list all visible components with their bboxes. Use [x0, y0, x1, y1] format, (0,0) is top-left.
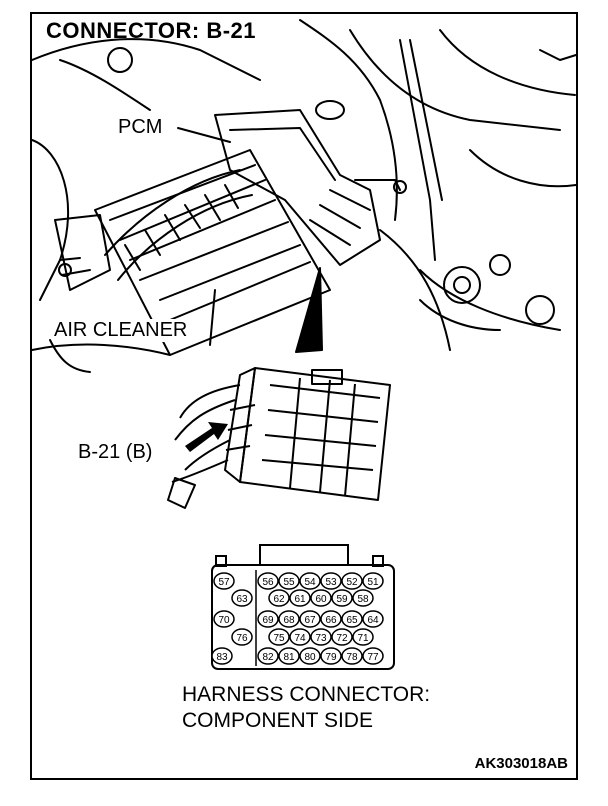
pin-77: 77	[367, 652, 379, 663]
pin-74: 74	[294, 633, 306, 644]
pin-59: 59	[336, 594, 348, 605]
pin-55: 55	[283, 577, 295, 588]
pin-51-outline	[362, 572, 384, 590]
pin-64: 64	[367, 615, 379, 626]
pin-81: 81	[283, 652, 295, 663]
pin-59-outline	[331, 589, 353, 607]
pcm-label: PCM	[118, 116, 163, 138]
pin-72-outline	[331, 628, 353, 646]
pin-74-outline	[289, 628, 311, 646]
pin-53-outline	[320, 572, 342, 590]
diagram-frame	[30, 12, 578, 780]
pin-70: 70	[218, 615, 230, 626]
pin-55-outline	[278, 572, 300, 590]
pin-77-outline	[362, 647, 384, 665]
pin-63-outline	[231, 589, 253, 607]
figure-code: AK303018AB	[474, 755, 568, 772]
pin-66-outline	[320, 610, 342, 628]
pin-60-outline	[310, 589, 332, 607]
pin-58-outline	[352, 589, 374, 607]
pin-75-outline	[268, 628, 290, 646]
pin-82-outline	[257, 647, 279, 665]
pin-64-outline	[362, 610, 384, 628]
connector-reference-label: B-21 (B)	[78, 441, 153, 463]
pin-61: 61	[294, 594, 306, 605]
pin-71-outline	[352, 628, 374, 646]
pin-81-outline	[278, 647, 300, 665]
pin-51: 51	[367, 577, 379, 588]
pin-56: 56	[262, 577, 274, 588]
pin-73: 73	[315, 633, 327, 644]
pin-57-outline	[213, 572, 235, 590]
pin-73-outline	[310, 628, 332, 646]
pin-69-outline	[257, 610, 279, 628]
pin-52-outline	[341, 572, 363, 590]
caption-line-2: COMPONENT SIDE	[182, 709, 373, 732]
pin-82: 82	[262, 652, 274, 663]
pin-79-outline	[320, 647, 342, 665]
pin-65: 65	[346, 615, 358, 626]
pin-63: 63	[236, 594, 248, 605]
pin-67-outline	[299, 610, 321, 628]
pin-83: 83	[216, 652, 228, 663]
pin-65-outline	[341, 610, 363, 628]
pin-76-outline	[231, 628, 253, 646]
pin-69: 69	[262, 615, 274, 626]
pin-68: 68	[283, 615, 295, 626]
pin-67: 67	[304, 615, 316, 626]
air-cleaner-label: AIR CLEANER	[52, 319, 190, 342]
pin-57: 57	[218, 577, 230, 588]
pin-68-outline	[278, 610, 300, 628]
pin-61-outline	[289, 589, 311, 607]
pin-54-outline	[299, 572, 321, 590]
pin-80-outline	[299, 647, 321, 665]
pin-83-outline	[211, 647, 233, 665]
pin-52: 52	[346, 577, 358, 588]
caption-line-1: HARNESS CONNECTOR:	[182, 683, 431, 706]
pin-70-outline	[213, 610, 235, 628]
pin-79: 79	[325, 652, 337, 663]
pin-75: 75	[273, 633, 285, 644]
pin-56-outline	[257, 572, 279, 590]
pin-60: 60	[315, 594, 327, 605]
pin-80: 80	[304, 652, 316, 663]
pin-53: 53	[325, 577, 337, 588]
pin-66: 66	[325, 615, 337, 626]
pin-76: 76	[236, 633, 248, 644]
pin-78-outline	[341, 647, 363, 665]
pin-54: 54	[304, 577, 316, 588]
pin-78: 78	[346, 652, 358, 663]
connector-caption: HARNESS CONNECTOR: COMPONENT SIDE	[182, 682, 430, 734]
pin-72: 72	[336, 633, 348, 644]
pin-62: 62	[273, 594, 285, 605]
page-title: CONNECTOR: B-21	[46, 18, 257, 43]
pin-58: 58	[357, 594, 369, 605]
pin-62-outline	[268, 589, 290, 607]
pin-71: 71	[357, 633, 369, 644]
